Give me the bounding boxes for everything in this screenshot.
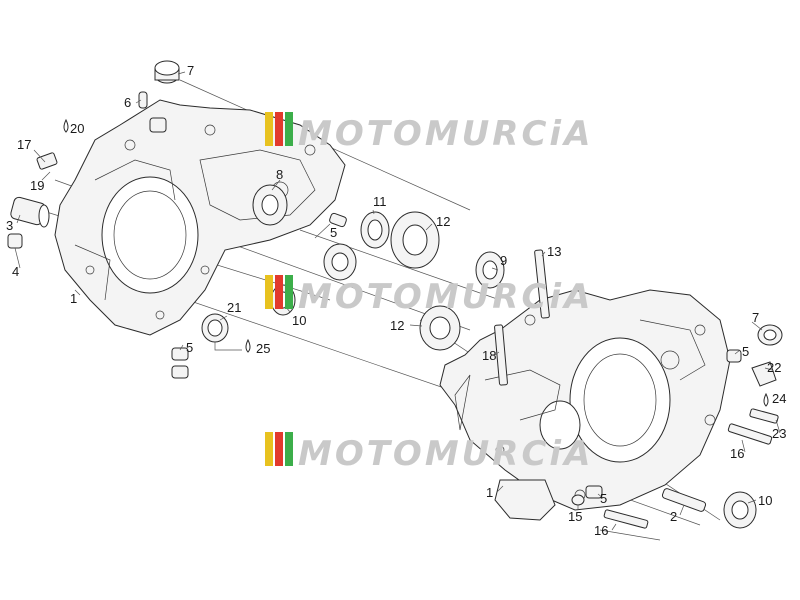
watermark-text: MOTOMURCiA: [298, 114, 593, 154]
callout-24: 24: [772, 391, 786, 406]
callout-2: 2: [670, 509, 677, 524]
callout-18: 18: [482, 348, 496, 363]
callout-12: 12: [390, 318, 404, 333]
callout-23: 23: [772, 426, 786, 441]
crank-bore: [569, 337, 671, 463]
callout-15: 15: [568, 509, 582, 524]
callout-10: 10: [292, 313, 306, 328]
callout-25: 25: [256, 341, 270, 356]
watermark-top: MOTOMURCiA: [265, 112, 593, 154]
watermark-text: MOTOMURCiA: [298, 277, 593, 317]
callout-1: 1: [70, 291, 77, 306]
cylinder-bore: [101, 176, 199, 294]
callout-21: 21: [227, 300, 241, 315]
callout-9: 9: [500, 253, 507, 268]
callout-20: 20: [70, 121, 84, 136]
oil-drop-icon: [245, 338, 251, 353]
callout-7: 7: [187, 63, 194, 78]
watermark-middle: MOTOMURCiA: [265, 275, 593, 317]
callout-22: 22: [767, 360, 781, 375]
callout-16: 16: [594, 523, 608, 538]
callout-16: 16: [730, 446, 744, 461]
callout-12: 12: [436, 214, 450, 229]
right-crankcase-half: [439, 289, 731, 521]
watermark-bottom: MOTOMURCiA: [265, 432, 593, 474]
callout-10: 10: [758, 493, 772, 508]
oil-drop-icon: [63, 118, 69, 133]
left-crankcase-half: [54, 99, 346, 336]
callout-7: 7: [752, 310, 759, 325]
crankcase-foot: [494, 479, 556, 521]
callout-4: 4: [12, 264, 19, 279]
watermark-text: MOTOMURCiA: [298, 434, 593, 474]
callout-11: 11: [373, 194, 387, 209]
callout-6: 6: [124, 95, 131, 110]
callout-5: 5: [186, 340, 193, 355]
oil-drop-icon: [763, 392, 769, 407]
callout-5: 5: [600, 491, 607, 506]
callout-3: 3: [6, 218, 13, 233]
callout-labels: 7 6 20 17 19 8 11 12 3 5 4 9 13 1 21 10 …: [6, 63, 786, 538]
callout-5: 5: [742, 344, 749, 359]
callout-13: 13: [547, 244, 561, 259]
callout-1: 1: [486, 485, 493, 500]
callout-8: 8: [276, 167, 283, 182]
callout-5: 5: [330, 225, 337, 240]
callout-19: 19: [30, 178, 44, 193]
callout-17: 17: [17, 137, 31, 152]
